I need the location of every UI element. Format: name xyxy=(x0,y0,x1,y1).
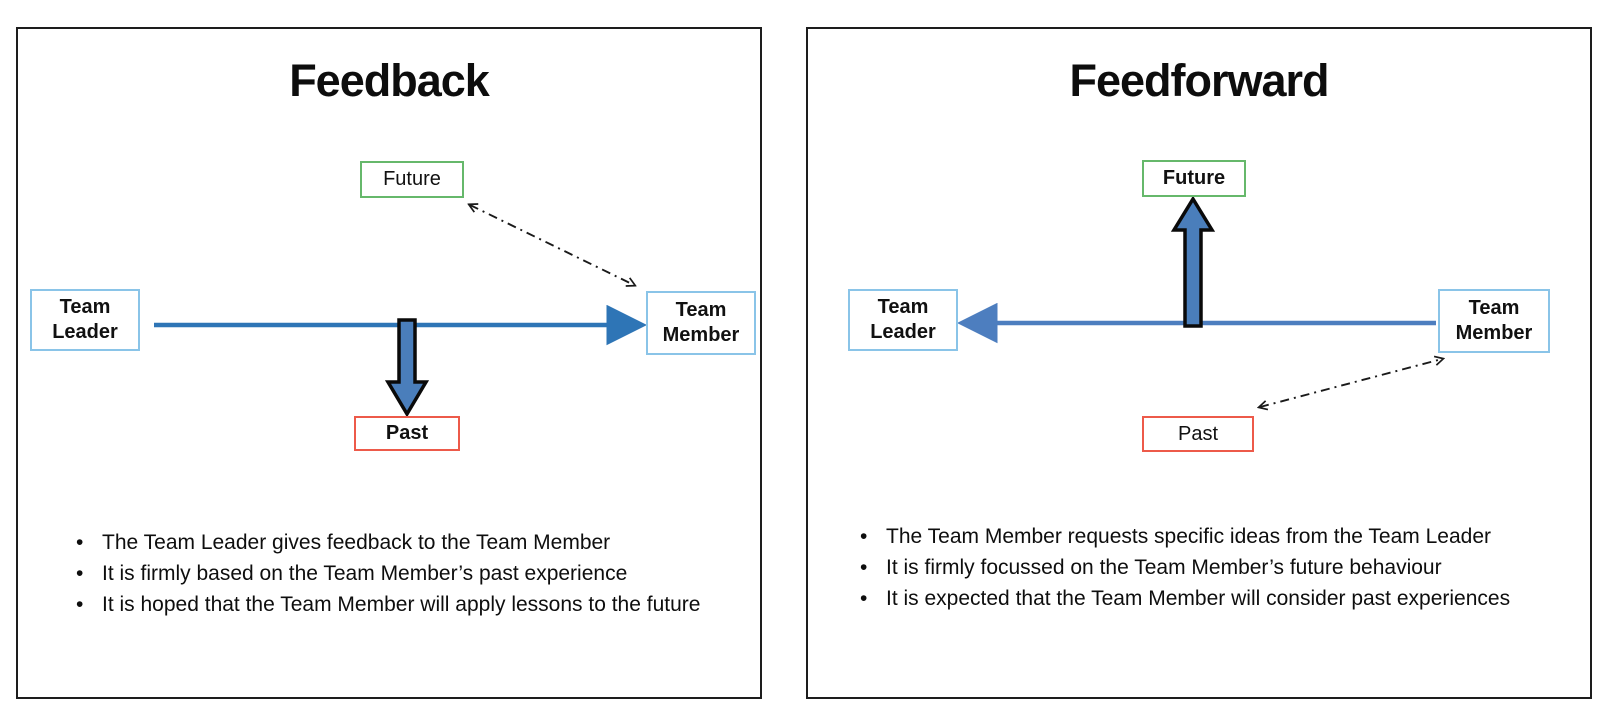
team-member-label-line2: Member xyxy=(1455,322,1533,344)
bullet-item: The Team Member requests specific ideas … xyxy=(860,521,1510,552)
future-block-arrow xyxy=(1170,195,1216,328)
past-box: Past xyxy=(1142,416,1254,452)
future-dashdot-connector xyxy=(470,205,634,285)
past-dashdot-connector xyxy=(1260,359,1442,407)
future-box: Future xyxy=(360,161,464,198)
team-member-box: Team Member xyxy=(1438,289,1550,353)
feedforward-title: Feedforward xyxy=(1069,55,1329,106)
feedback-bullet-list: The Team Leader gives feedback to the Te… xyxy=(76,527,700,620)
future-label: Future xyxy=(1162,167,1226,189)
team-leader-box: Team Leader xyxy=(30,289,140,351)
team-leader-label-line2: Leader xyxy=(870,321,936,343)
team-leader-label-line1: Team xyxy=(877,296,929,318)
feedback-panel: Feedback Fut xyxy=(16,27,762,699)
team-member-label-line1: Team xyxy=(1468,297,1520,319)
bullet-item: It is expected that the Team Member will… xyxy=(860,583,1510,614)
team-leader-label-line1: Team xyxy=(59,296,111,318)
bullet-item: It is firmly focussed on the Team Member… xyxy=(860,552,1510,583)
feedforward-panel: Feedforward xyxy=(806,27,1592,699)
team-leader-label-line2: Leader xyxy=(52,321,118,343)
future-box: Future xyxy=(1142,160,1246,197)
past-block-arrow xyxy=(384,318,430,418)
bullet-item: It is hoped that the Team Member will ap… xyxy=(76,589,700,620)
team-member-label-line2: Member xyxy=(662,324,740,346)
past-box: Past xyxy=(354,416,460,451)
feedback-title: Feedback xyxy=(289,55,490,106)
feedforward-bullet-list: The Team Member requests specific ideas … xyxy=(860,521,1510,614)
team-member-box: Team Member xyxy=(646,291,756,355)
past-label: Past xyxy=(1177,422,1219,445)
bullet-item: It is firmly based on the Team Member’s … xyxy=(76,558,700,589)
past-label: Past xyxy=(385,422,429,444)
team-leader-box: Team Leader xyxy=(848,289,958,351)
bullet-item: The Team Leader gives feedback to the Te… xyxy=(76,527,700,558)
team-member-label-line1: Team xyxy=(675,299,727,321)
future-label: Future xyxy=(383,168,441,190)
